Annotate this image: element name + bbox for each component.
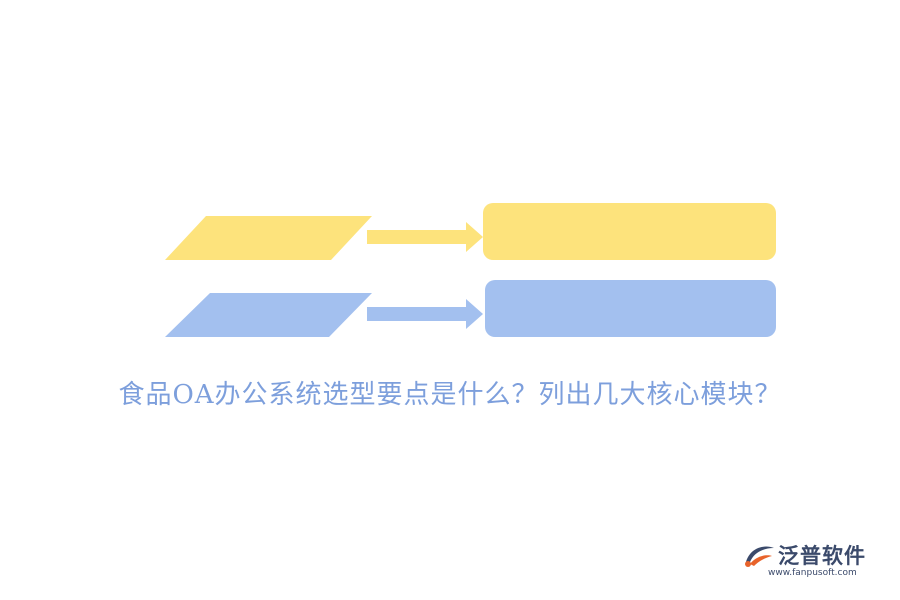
blue-parallelogram bbox=[165, 293, 372, 337]
blue-rounded-box bbox=[485, 280, 776, 337]
yellow-arrow bbox=[367, 222, 483, 252]
yellow-rounded-box bbox=[483, 203, 776, 260]
brand-logo[interactable]: 泛普软件 www.fanpusoft.com bbox=[740, 538, 890, 586]
yellow-parallelogram bbox=[165, 216, 372, 260]
logo-brand-text: 泛普软件 bbox=[778, 544, 866, 568]
fanpu-logo-icon bbox=[745, 546, 774, 567]
blue-arrow bbox=[367, 299, 483, 329]
logo-url-text[interactable]: www.fanpusoft.com bbox=[768, 568, 857, 578]
page-title: 食品OA办公系统选型要点是什么？列出几大核心模块？ bbox=[118, 380, 782, 410]
